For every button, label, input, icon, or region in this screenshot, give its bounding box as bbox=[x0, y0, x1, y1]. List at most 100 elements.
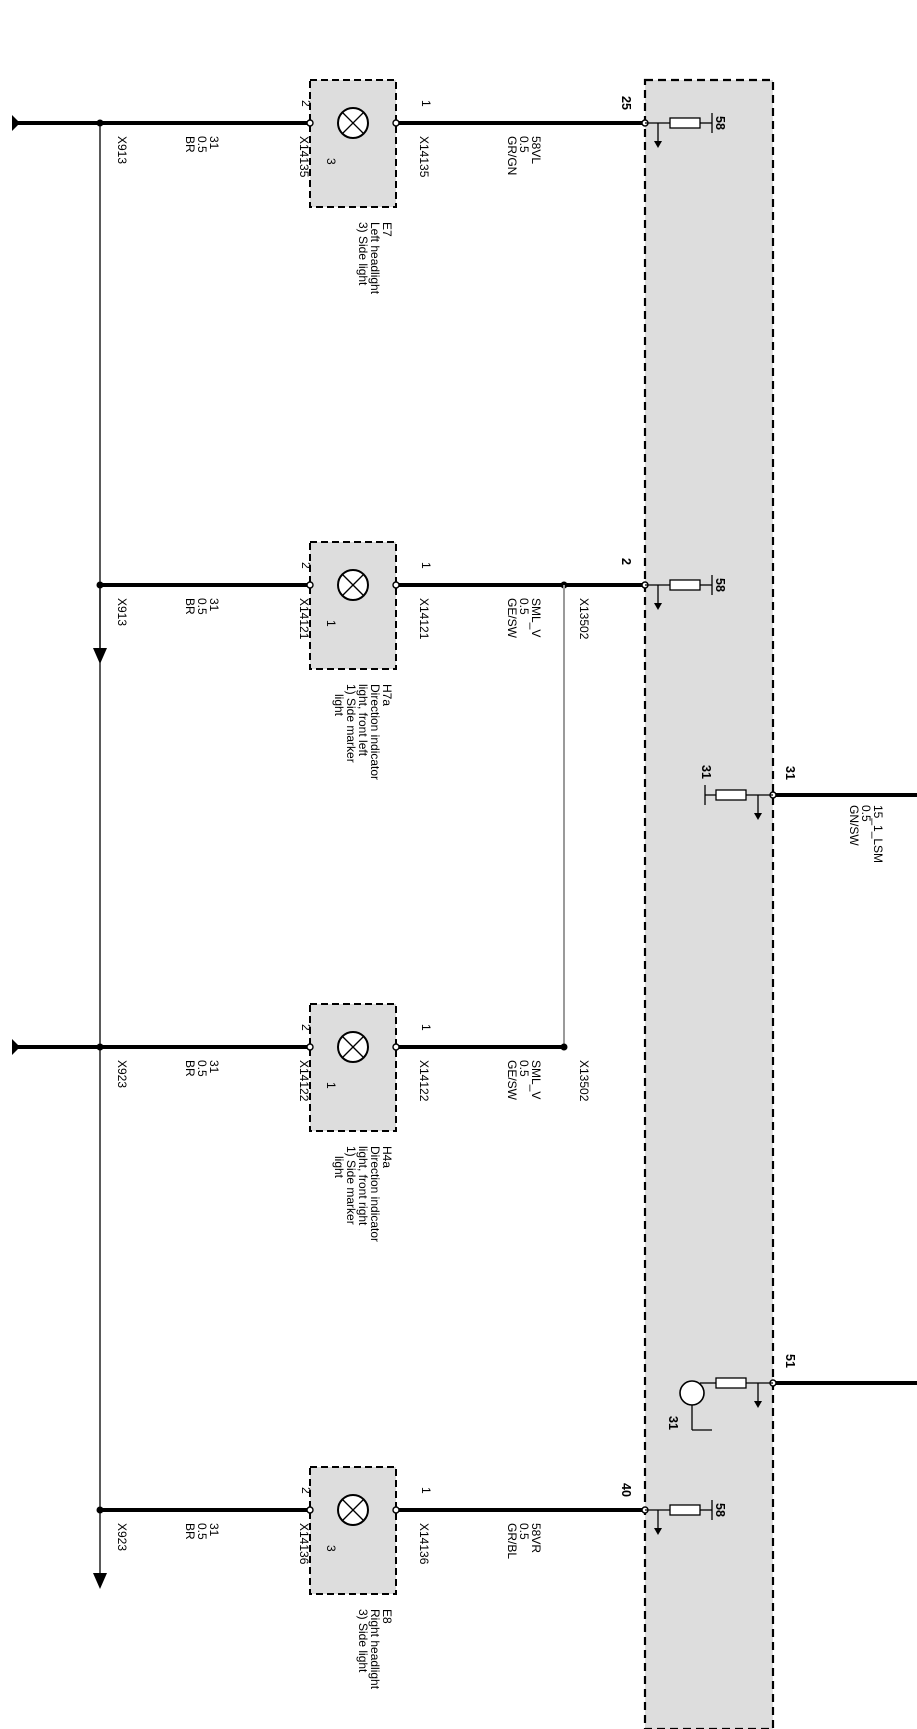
transistor-icon bbox=[679, 1380, 705, 1406]
lamp-description-line: Right headlight bbox=[368, 1609, 382, 1690]
resistor-icon bbox=[715, 1377, 747, 1389]
lamp-designation: E8 bbox=[380, 1609, 394, 1624]
fuse-label: 58 bbox=[713, 1503, 727, 1517]
resistor-icon bbox=[669, 117, 701, 129]
lamp-description-line: light, front left bbox=[356, 684, 370, 757]
wire-in-size: 0.5 bbox=[517, 1060, 531, 1077]
lamp-h7a[interactable] bbox=[309, 541, 397, 670]
lamp-description-line: 3) Side light bbox=[356, 1609, 370, 1673]
wire-out-color: BR bbox=[183, 136, 197, 153]
lamp-number: 3 bbox=[324, 1545, 338, 1552]
control-module bbox=[643, 78, 775, 1729]
fuse-label: 31 bbox=[699, 765, 713, 779]
lamp-description-line: 1) Side marker bbox=[344, 1146, 358, 1225]
lamp-designation: E7 bbox=[380, 222, 394, 237]
lamp-e7[interactable] bbox=[309, 79, 397, 208]
connector-out: X14135 bbox=[297, 136, 311, 178]
pin-number: 1 bbox=[419, 1024, 433, 1031]
connector-in: X14122 bbox=[417, 1060, 431, 1102]
lamp-designation: H7a bbox=[380, 684, 394, 706]
resistor-icon bbox=[669, 1504, 701, 1516]
output-stage-pin-40 bbox=[645, 1500, 713, 1535]
wire-in-color: GE/SW bbox=[505, 598, 519, 639]
output-stage-pin-51 bbox=[679, 1377, 773, 1431]
junction-dot bbox=[96, 1043, 104, 1051]
lamp-h4a[interactable] bbox=[309, 1003, 397, 1132]
connector-out: X14136 bbox=[297, 1523, 311, 1565]
wire-out-size: 0.5 bbox=[195, 598, 209, 615]
wire-out-size: 0.5 bbox=[195, 1060, 209, 1077]
ground-arrow-icon bbox=[93, 1573, 107, 1589]
wire-in-name: SML_V bbox=[529, 1060, 543, 1099]
wire-out-size: 0.5 bbox=[195, 136, 209, 153]
lamp-description-line: light, front right bbox=[356, 1146, 370, 1226]
output-stage-pin-31 bbox=[704, 785, 773, 820]
ground-arrow-icon bbox=[12, 1039, 20, 1055]
lamp-description-line: Direction indicator bbox=[368, 1146, 382, 1242]
wire-in-size: 0.5 bbox=[517, 1523, 531, 1540]
pin-number: 1 bbox=[419, 562, 433, 569]
pin-label: 25 bbox=[619, 96, 633, 110]
wire-in-color: GR/BL bbox=[505, 1523, 519, 1559]
wire-in-name: 58VR bbox=[529, 1523, 543, 1553]
wire-in-name: 58VL bbox=[529, 136, 543, 164]
lamp-description-line: Direction indicator bbox=[368, 684, 382, 780]
lamp-number: 3 bbox=[324, 158, 338, 165]
lamp-number: 1 bbox=[324, 620, 338, 627]
pin-number: 2 bbox=[299, 1024, 313, 1031]
wire-in-name: SML_V bbox=[529, 598, 543, 637]
connector-in: X14136 bbox=[417, 1523, 431, 1565]
output-stage-pin-25 bbox=[645, 113, 713, 148]
ground-ref: X913 bbox=[115, 136, 129, 164]
wire-out-color: BR bbox=[183, 1523, 197, 1540]
wire-name: 15_1_LSM bbox=[871, 805, 885, 863]
lamp-description-line: 3) Side light bbox=[356, 222, 370, 286]
lamp-description-line: 1) Side marker bbox=[344, 684, 358, 763]
fuse-label: 58 bbox=[713, 578, 727, 592]
output-stage-pin-2 bbox=[645, 575, 713, 610]
wire-out-color: BR bbox=[183, 1060, 197, 1077]
connector-in: X14121 bbox=[417, 598, 431, 640]
lamp-description-line: Left headlight bbox=[368, 222, 382, 295]
ground-arrow-icon bbox=[12, 115, 20, 131]
connector-out: X14122 bbox=[297, 1060, 311, 1102]
ground-label: 31 bbox=[666, 1416, 680, 1430]
wire-in-size: 0.5 bbox=[517, 598, 531, 615]
wire-out-color: BR bbox=[183, 598, 197, 615]
connector-marks bbox=[306, 119, 777, 1514]
channel-h4a bbox=[12, 1039, 568, 1055]
pin-label: 51 bbox=[783, 1354, 797, 1368]
pin-number: 2 bbox=[299, 1487, 313, 1494]
wire-in-color: GR/GN bbox=[505, 136, 519, 175]
connector-out: X14121 bbox=[297, 598, 311, 640]
pin-label: 31 bbox=[783, 766, 797, 780]
wire-out-name: 31 bbox=[207, 1060, 221, 1074]
wire-out-name: 31 bbox=[207, 1523, 221, 1537]
fuse-label: 58 bbox=[713, 116, 727, 130]
ground-arrow-icon bbox=[93, 648, 107, 664]
lamp-description-line: light bbox=[332, 694, 346, 717]
channel-e7 bbox=[12, 115, 645, 1500]
pin-label: 40 bbox=[619, 1483, 633, 1497]
resistor-icon bbox=[669, 579, 701, 591]
resistor-icon bbox=[715, 789, 747, 801]
wire-in-color: GE/SW bbox=[505, 1060, 519, 1101]
pin-label: 2 bbox=[619, 558, 633, 565]
pin-number: 2 bbox=[299, 100, 313, 107]
splice-label: X13502 bbox=[577, 598, 591, 640]
lamp-e8[interactable] bbox=[309, 1466, 397, 1595]
connector-in: X14135 bbox=[417, 136, 431, 178]
ground-ref: X923 bbox=[115, 1060, 129, 1088]
pin-number: 1 bbox=[419, 1487, 433, 1494]
splice-dot bbox=[560, 1043, 568, 1051]
wire-color: GN/SW bbox=[847, 805, 861, 846]
wire-in-size: 0.5 bbox=[517, 136, 531, 153]
wire-out-name: 31 bbox=[207, 136, 221, 150]
ground-ref: X913 bbox=[115, 598, 129, 626]
pin-number: 1 bbox=[419, 100, 433, 107]
wire-out-size: 0.5 bbox=[195, 1523, 209, 1540]
lamp-designation: H4a bbox=[380, 1146, 394, 1168]
splice-label: X13502 bbox=[577, 1060, 591, 1102]
wire-out-name: 31 bbox=[207, 598, 221, 612]
